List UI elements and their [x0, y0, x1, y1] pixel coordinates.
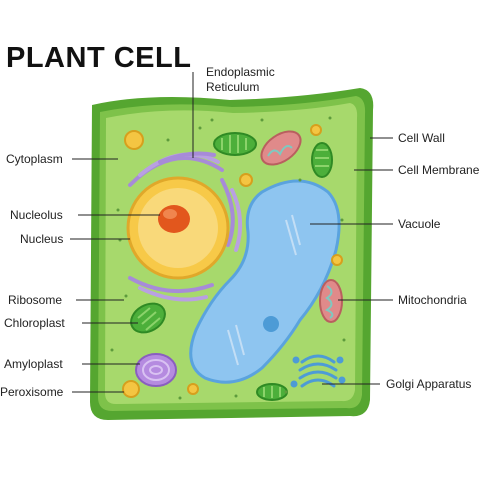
- chloroplast: [256, 383, 288, 401]
- label-mitochondria: Mitochondria: [398, 293, 467, 307]
- amyloplast: [135, 353, 177, 387]
- endoplasmic-reticulum: [128, 151, 243, 302]
- label-cytoplasm: Cytoplasm: [6, 152, 63, 166]
- golgi-apparatus: [290, 354, 346, 388]
- label-cell-membrane: Cell Membrane: [398, 163, 480, 177]
- label-cell-wall: Cell Wall: [398, 131, 445, 145]
- label-ribosome: Ribosome: [8, 293, 63, 307]
- label-nucleolus: Nucleolus: [10, 208, 63, 222]
- mitochondria: [260, 130, 302, 166]
- label-chloroplast: Chloroplast: [4, 316, 65, 330]
- page-title: PLANT CELL: [6, 42, 192, 74]
- label-golgi-apparatus: Golgi Apparatus: [386, 377, 472, 391]
- peroxisome: [122, 124, 343, 398]
- chloroplast: [213, 132, 257, 156]
- label-endoplasmic-reticulum-line2: Reticulum: [206, 80, 260, 94]
- label-endoplasmic-reticulum-line1: Endoplasmic: [206, 65, 275, 79]
- leader-lines: [70, 72, 393, 393]
- vacuole-granule: [263, 316, 279, 332]
- chloroplast: [311, 142, 333, 178]
- label-vacuole: Vacuole: [398, 217, 441, 231]
- nucleolus: [158, 205, 190, 233]
- label-amyloplast: Amyloplast: [4, 357, 63, 371]
- mitochondria: [319, 279, 343, 323]
- label-nucleus: Nucleus: [20, 232, 64, 246]
- label-peroxisome: Peroxisome: [0, 385, 64, 399]
- chloroplast: [130, 302, 166, 334]
